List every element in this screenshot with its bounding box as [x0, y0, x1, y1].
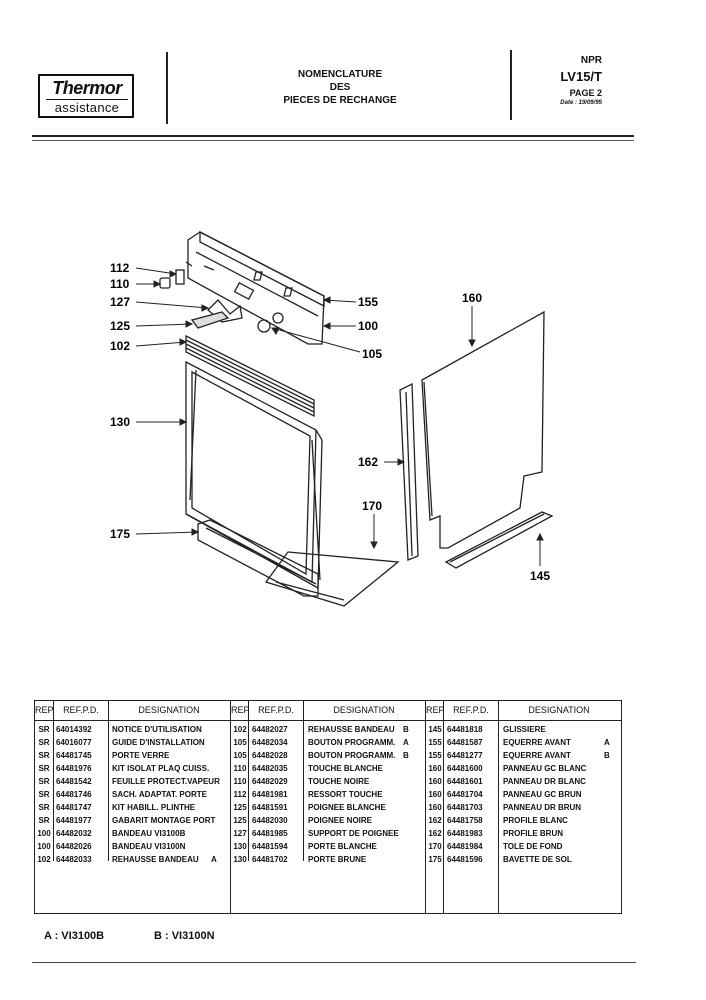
door-part	[185, 360, 323, 589]
header-designation: DESIGNATION	[528, 705, 590, 715]
callout-175: 175	[110, 527, 130, 541]
header-ref: REF.P.D.	[258, 705, 294, 715]
table-cell-divider	[108, 701, 109, 861]
callout-170: 170	[362, 499, 382, 513]
callout-105: 105	[362, 347, 382, 361]
table-cell-divider	[53, 701, 54, 861]
callout-leaders	[135, 267, 544, 566]
handle-part	[190, 311, 230, 329]
header-rep: REP	[231, 705, 250, 715]
header-designation: DESIGNATION	[333, 705, 395, 715]
brand-name: Thermor	[52, 78, 122, 98]
callout-110: 110	[110, 277, 130, 291]
table-cell-divider	[498, 701, 499, 913]
side-profile-part	[399, 382, 419, 561]
table-header-divider	[35, 720, 621, 721]
title-line-1: NOMENCLATURE	[297, 69, 383, 80]
callout-labels: 112 110 127 125 102 130 175 155 100 105 …	[110, 261, 550, 583]
callout-112: 112	[110, 261, 130, 275]
callout-162: 162	[358, 455, 378, 469]
callout-125: 125	[110, 319, 130, 333]
header-ref: REF.P.D.	[453, 705, 489, 715]
header-divider-right	[510, 50, 512, 120]
callout-100: 100	[358, 319, 378, 333]
slide-rail-part	[444, 511, 554, 569]
table-cell-divider	[248, 701, 249, 861]
legend-variant-b: B : VI3100N	[154, 930, 215, 942]
document-meta: NPR LV15/T PAGE 2 Date : 19/09/95	[536, 55, 602, 106]
header-divider-left	[166, 52, 168, 124]
callout-127: 127	[110, 295, 130, 309]
handle-support-part	[207, 299, 243, 323]
control-panel-part	[185, 230, 325, 345]
header-ref: REF.P.D.	[63, 705, 99, 715]
logo-divider	[46, 99, 128, 100]
table-column-divider	[425, 701, 426, 913]
model-number: LV15/T	[560, 69, 602, 84]
brand-logo: Thermor assistance	[38, 74, 134, 118]
callout-102: 102	[110, 339, 130, 353]
plinth-part	[197, 519, 319, 597]
document-title: NOMENCLATURE DES PIECES DE RECHANGE	[270, 68, 410, 107]
callout-145: 145	[530, 569, 550, 583]
title-line-2: DES	[329, 82, 351, 93]
key-spring-part	[175, 269, 185, 285]
table-cell-divider	[443, 701, 444, 913]
page-number: PAGE 2	[569, 88, 602, 98]
panel-strip-part	[185, 334, 315, 418]
header-rep: REP	[35, 705, 54, 715]
brand-subtitle: assistance	[54, 100, 120, 115]
footer-rule	[32, 962, 636, 963]
key-part	[159, 277, 171, 289]
header-rep: REP	[426, 705, 445, 715]
header-designation: DESIGNATION	[138, 705, 200, 715]
side-panel-part	[421, 310, 545, 549]
legend-variant-a: A : VI3100B	[44, 930, 105, 942]
npr-label: NPR	[580, 55, 602, 66]
document-date: Date : 19/09/95	[560, 100, 602, 106]
header-rule	[32, 135, 634, 137]
floor-plate-part	[264, 551, 400, 607]
table-column-divider	[230, 701, 231, 913]
callout-155: 155	[358, 295, 378, 309]
callout-130: 130	[110, 415, 130, 429]
title-line-3: PIECES DE RECHANGE	[283, 95, 397, 106]
table-cell-divider	[303, 701, 304, 861]
header-rule-thin	[32, 140, 634, 141]
callout-160: 160	[462, 291, 482, 305]
